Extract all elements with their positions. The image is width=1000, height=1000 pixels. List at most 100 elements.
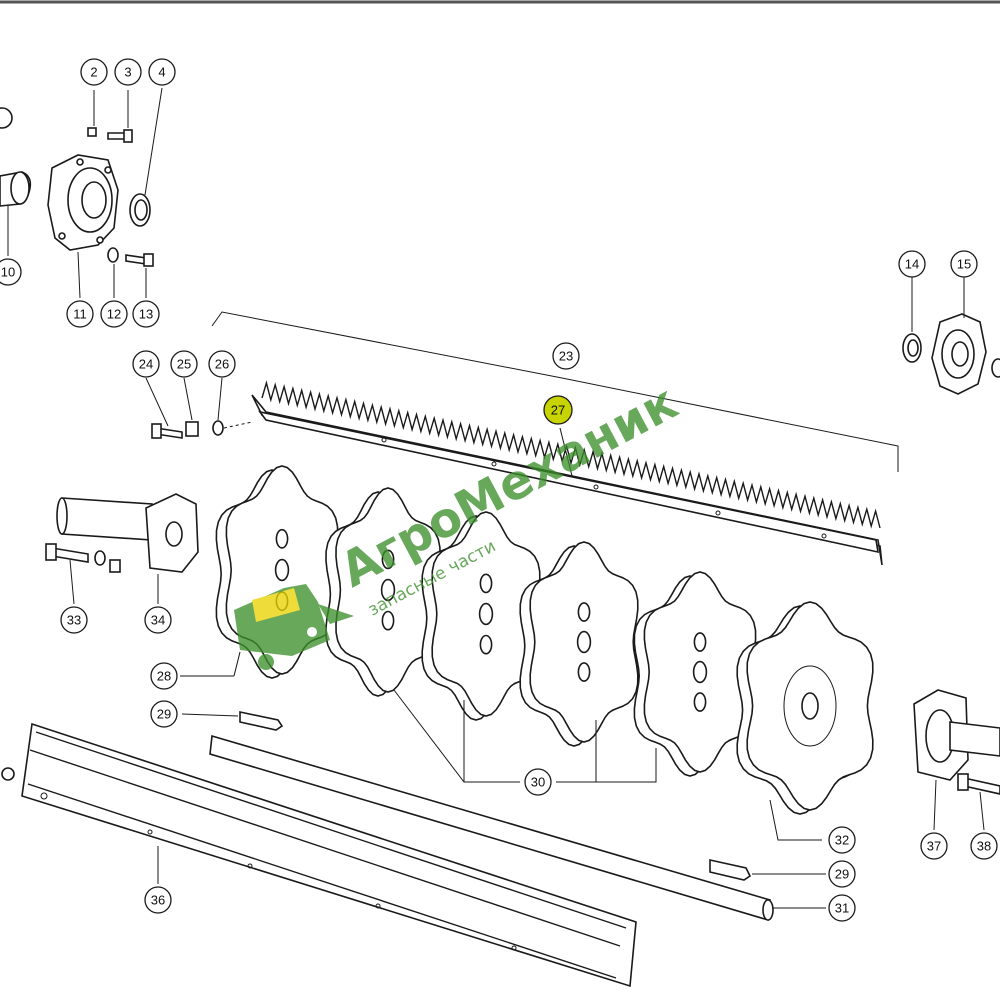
callout-circle: [144, 886, 172, 914]
callout-circle: [970, 832, 998, 860]
channel-bar: [1, 722, 637, 988]
callout-number: 14: [905, 257, 919, 272]
wheel-hole: [801, 692, 819, 720]
callout-31: 31: [828, 894, 856, 922]
callout-circle: [552, 342, 580, 370]
callout-number: 11: [73, 307, 87, 322]
callout-number: 10: [1, 265, 15, 280]
callout-circle: [828, 826, 856, 854]
callout-11: 11: [66, 300, 94, 328]
callout-number: 2: [90, 65, 97, 80]
callout-number: 3: [124, 65, 131, 80]
callout-number: 15: [957, 257, 971, 272]
callout-33: 33: [60, 606, 88, 634]
bearing-group-right: [902, 276, 1000, 395]
callout-circle: [543, 395, 573, 425]
callout-30: 30: [524, 768, 552, 796]
callout-number: 38: [977, 839, 991, 854]
callout-circle: [208, 350, 236, 378]
callout-23: 23: [552, 342, 580, 370]
callout-32: 32: [828, 826, 856, 854]
callout-number: 4: [158, 65, 165, 80]
callout-27: 27: [543, 395, 573, 425]
callout-circle: [950, 250, 978, 278]
callout-37: 37: [920, 832, 948, 860]
callout-number: 28: [157, 669, 171, 684]
callout-number: 29: [835, 867, 849, 882]
callout-12: 12: [100, 300, 128, 328]
callout-24: 24: [132, 350, 160, 378]
bearing-group-left: [0, 87, 163, 299]
callout-circle: [80, 58, 108, 86]
wheel-hole: [381, 610, 395, 631]
callout-34: 34: [144, 606, 172, 634]
callout-14: 14: [898, 250, 926, 278]
wheel-hole: [380, 578, 396, 602]
wheel-hole: [478, 602, 494, 626]
callout-circle: [0, 258, 22, 286]
callout-26: 26: [208, 350, 236, 378]
callout-number: 37: [927, 839, 941, 854]
callout-circle: [920, 832, 948, 860]
callout-circle: [132, 300, 160, 328]
callout-circle: [100, 300, 128, 328]
callout-circle: [150, 700, 178, 728]
callout-10: 10: [0, 258, 22, 286]
wheel-hole: [479, 634, 493, 655]
callout-28: 28: [150, 662, 178, 690]
callout-circle: [66, 300, 94, 328]
callout-number: 31: [835, 901, 849, 916]
wheel-hole: [577, 662, 591, 682]
callout-circle: [132, 350, 160, 378]
callout-3: 3: [114, 58, 142, 86]
callout-4: 4: [148, 58, 176, 86]
callout-circle: [524, 768, 552, 796]
callout-circle: [170, 350, 198, 378]
callout-circle: [148, 58, 176, 86]
wheel-hole: [577, 602, 591, 622]
callout-number: 29: [157, 707, 171, 722]
callout-29: 29: [150, 700, 178, 728]
callout-number: 32: [835, 833, 849, 848]
callout-circle: [144, 606, 172, 634]
callout-circle: [60, 606, 88, 634]
wheel-hub-plate: [783, 665, 837, 747]
shaft-stub-right: [913, 689, 1000, 831]
callout-number: 13: [139, 307, 153, 322]
wheel-leaders: [180, 651, 822, 841]
callout-number: 25: [177, 357, 191, 372]
wheel-hole: [274, 558, 290, 582]
callout-circle: [114, 58, 142, 86]
knife-bar: [145, 311, 899, 566]
callout-36: 36: [144, 886, 172, 914]
callout-number: 24: [139, 357, 153, 372]
wheel-hole: [693, 692, 707, 712]
callout-15: 15: [950, 250, 978, 278]
wheel-hole: [381, 549, 395, 570]
callout-number: 30: [531, 775, 545, 790]
callout-25: 25: [170, 350, 198, 378]
callout-number: 12: [107, 307, 121, 322]
callout-circle: [150, 662, 178, 690]
callout-circle: [828, 860, 856, 888]
callout-number: 27: [551, 403, 565, 418]
callout-number: 23: [559, 349, 573, 364]
callout-13: 13: [132, 300, 160, 328]
callout-circle: [828, 894, 856, 922]
shaft-stub-left: [45, 493, 199, 605]
callout-number: 26: [215, 357, 229, 372]
wheel-hole: [693, 632, 707, 652]
shafts-lower: [181, 711, 826, 922]
callout-circle: [898, 250, 926, 278]
callout-number: 36: [151, 893, 165, 908]
callout-2: 2: [80, 58, 108, 86]
callout-29: 29: [828, 860, 856, 888]
wheel-hole: [479, 573, 493, 594]
wheel-hole: [576, 630, 592, 654]
wheel-hole: [275, 528, 289, 549]
callout-38: 38: [970, 832, 998, 860]
callout-number: 33: [67, 613, 81, 628]
wheel-hole: [692, 660, 708, 684]
